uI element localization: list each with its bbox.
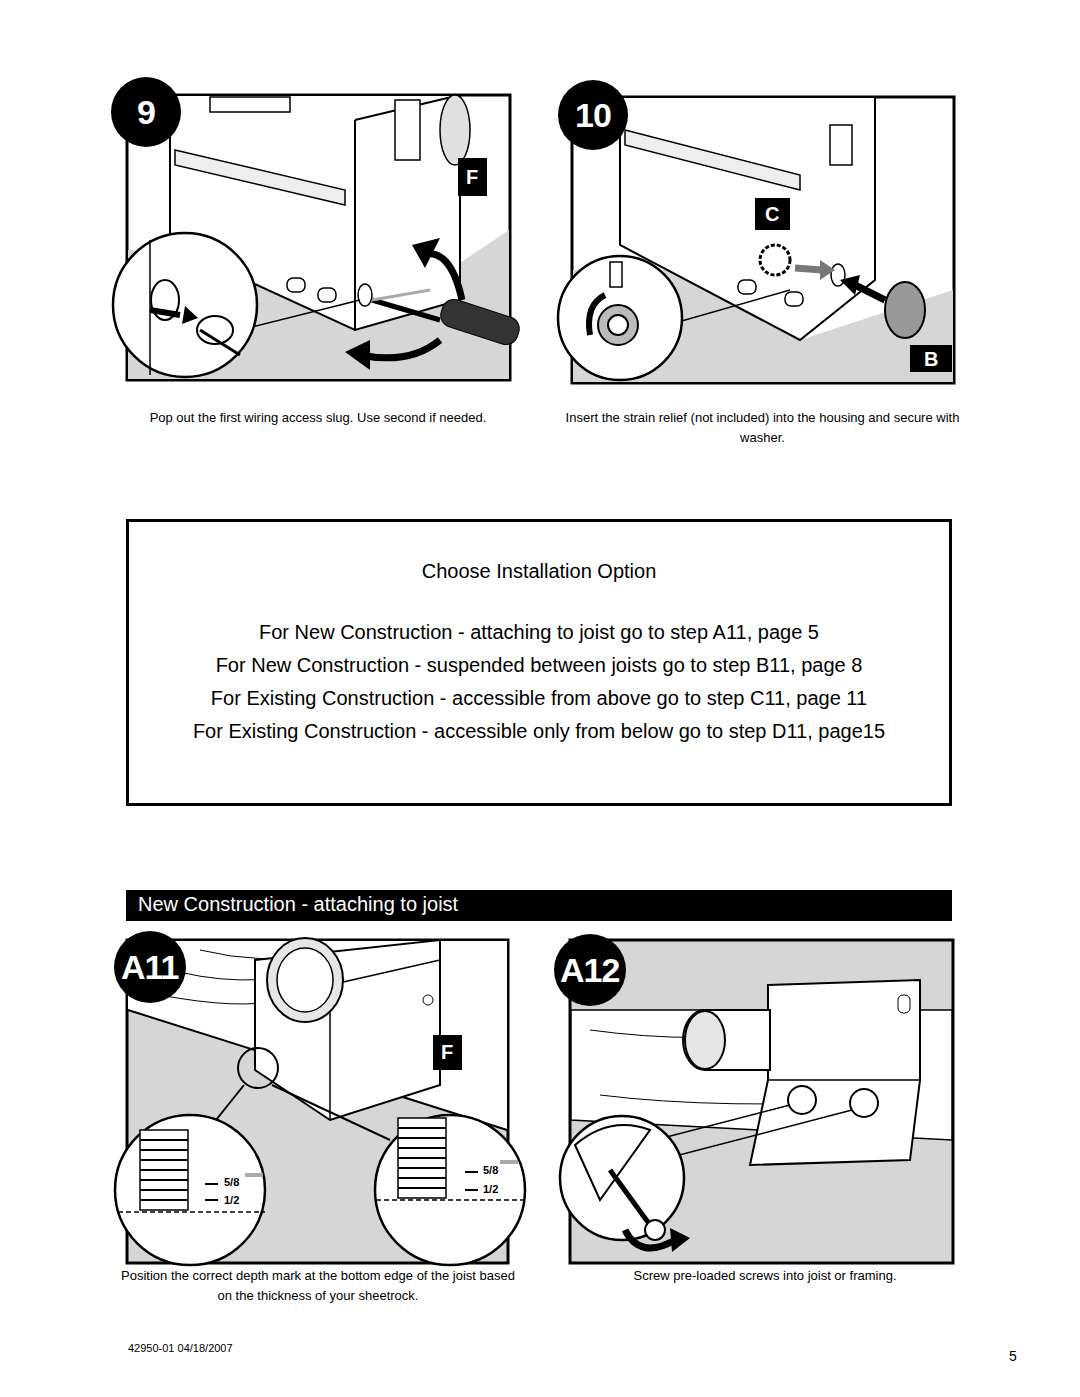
box-line: For New Construction - attaching to jois… (129, 621, 949, 644)
depth-mark: 5/8 (224, 1176, 239, 1188)
callout-letter: F (441, 1041, 453, 1064)
step-caption: Pop out the first wiring access slug. Us… (118, 408, 518, 428)
option-box: Choose Installation OptionFor New Constr… (126, 519, 952, 806)
depth-mark: 1/2 (483, 1183, 498, 1195)
step-number: A12 (560, 951, 619, 990)
box-line: For New Construction - suspended between… (129, 654, 949, 677)
depth-mark: 5/8 (483, 1164, 498, 1176)
step-caption: Insert the strain relief (not included) … (565, 408, 960, 448)
page-number: 5 (1009, 1348, 1017, 1364)
callout-letter: F (466, 166, 478, 189)
box-line: For Existing Construction - accessible f… (129, 687, 949, 710)
step-number: 9 (137, 93, 155, 132)
step-number: A11 (121, 948, 179, 987)
callout-letter: C (765, 203, 779, 226)
panel-a12 (554, 934, 953, 1263)
depth-mark: 1/2 (224, 1194, 239, 1206)
section-band: New Construction - attaching to joist (126, 890, 952, 921)
box-heading: New Construction - attaching to joist (138, 893, 940, 916)
doc-number: 42950-01 04/18/2007 (128, 1342, 233, 1354)
box-line: For Existing Construction - accessible o… (129, 720, 949, 743)
panel-10 (558, 80, 954, 383)
panel-a11 (114, 931, 525, 1265)
step-caption: Screw pre-loaded screws into joist or fr… (565, 1266, 965, 1286)
step-number: 10 (575, 96, 611, 135)
box-heading: Choose Installation Option (129, 560, 949, 583)
callout-letter: B (924, 348, 938, 371)
step-caption: Position the correct depth mark at the b… (118, 1266, 518, 1306)
panel-9 (111, 77, 522, 380)
